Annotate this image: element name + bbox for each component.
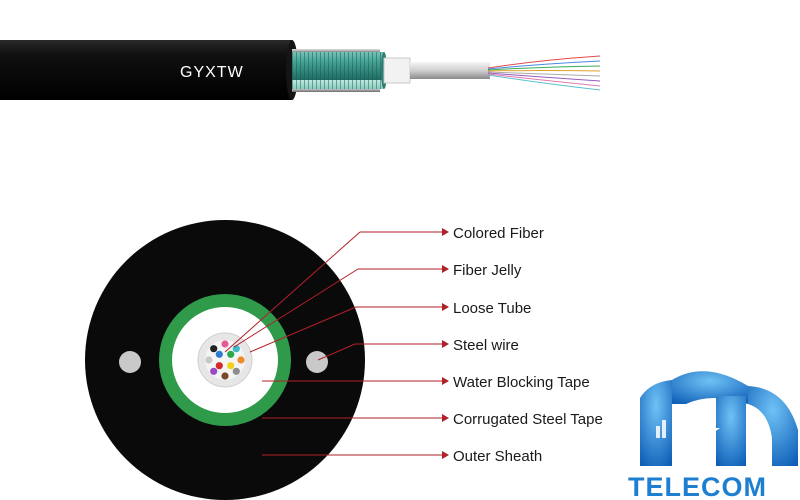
label-water-blocking-tape: Water Blocking Tape: [453, 374, 590, 391]
label-colored-fiber: Colored Fiber: [453, 225, 544, 242]
label-steel-wire: Steel wire: [453, 337, 519, 354]
colored-fiber: [237, 356, 245, 364]
cable-side-view: GYXTW: [0, 40, 601, 100]
loose-tube-side: [410, 62, 490, 79]
colored-fibers: [205, 340, 245, 380]
callouts: Colored Fiber Fiber Jelly Loose Tube Ste…: [224, 225, 603, 465]
arrow-steel-wire: [442, 340, 449, 348]
steel-wire-right: [306, 351, 328, 373]
label-corrugated-steel-tape: Corrugated Steel Tape: [453, 411, 603, 428]
steel-wire-left: [119, 351, 141, 373]
label-fiber-jelly: Fiber Jelly: [453, 262, 522, 279]
colored-fiber: [232, 345, 240, 353]
cable-marking: GYXTW: [180, 64, 244, 81]
arrow-outer-sheath: [442, 451, 449, 459]
arrow-loose-tube: [442, 303, 449, 311]
arrow-water-blocking-tape: [442, 377, 449, 385]
steel-wire-bottom: [292, 88, 380, 92]
colored-fiber: [210, 345, 218, 353]
leader-line-loose-tube: [249, 306, 357, 353]
fibers-side: [487, 55, 601, 91]
colored-fiber: [221, 340, 229, 348]
cable-cross-section: [85, 220, 365, 500]
corrugated-armor-side: [292, 52, 384, 89]
colored-fiber: [227, 362, 235, 370]
leader-line-fiber-jelly: [233, 268, 359, 348]
arrow-corrugated-steel-tape: [442, 414, 449, 422]
leader-line-steel-wire: [317, 343, 356, 361]
colored-fiber: [232, 367, 240, 375]
steel-wire-top: [292, 49, 380, 53]
colored-fiber: [215, 350, 223, 358]
outer-sheath-side: [0, 40, 292, 100]
label-loose-tube: Loose Tube: [453, 300, 531, 317]
colored-fiber: [210, 367, 218, 375]
water-blocking-tape-side: [383, 57, 411, 84]
arrow-fiber-jelly: [442, 265, 449, 273]
arrow-colored-fiber: [442, 228, 449, 236]
colored-fiber: [227, 350, 235, 358]
label-outer-sheath: Outer Sheath: [453, 448, 542, 465]
colored-fiber: [221, 372, 229, 380]
hn-telecom-logo: TELECOM: [628, 371, 798, 500]
colored-fiber: [215, 362, 223, 370]
hn-telecom-logo-icon: [640, 371, 798, 466]
leader-line-colored-fiber: [224, 231, 361, 353]
colored-fiber: [205, 356, 213, 364]
logo-text: TELECOM: [628, 472, 767, 500]
